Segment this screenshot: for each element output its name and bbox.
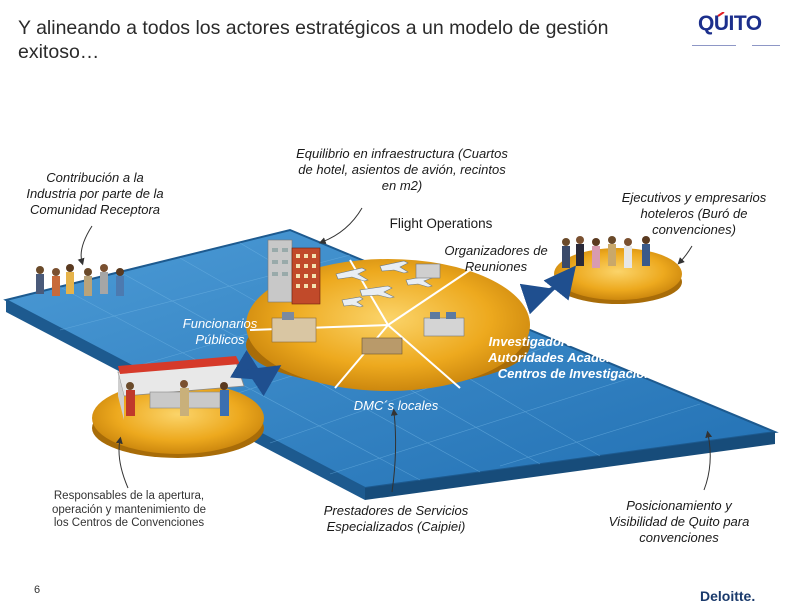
label-prestadores: Prestadores de Servicios Especializados … [323,503,469,534]
people-group-right [562,236,650,268]
people-group-convention [126,380,229,416]
connection-arrows [230,265,577,397]
label-equilibrio: Equilibrio en infraestructura (Cuartos d… [296,146,508,193]
page-number: 6 [34,584,41,596]
people-group-left [36,264,124,296]
right-disc [554,248,682,304]
page-title: Y alineando a todos los actores estratég… [18,17,609,63]
label-flight-operations: Flight Operations [389,216,493,231]
label-posicionamiento: Posicionamiento y Visibilidad de Quito p… [608,498,750,545]
quito-logo: QUITO [690,11,782,47]
hotel-building-illustration [267,239,321,305]
label-dmc: DMC´s locales [353,398,439,413]
label-organizadores: Organizadores de Reuniones [444,243,548,274]
office-illustration [271,263,465,355]
label-ejecutivos: Ejecutivos y empresarios hoteleros (Buró… [621,190,767,237]
quito-logo-word: QUITO [698,12,762,35]
label-funcionarios: Funcionarios Públicos [182,316,258,347]
label-responsables: Responsables de la apertura, operación y… [51,490,207,529]
label-contribucion: Contribución a la Industria por parte de… [26,170,164,217]
label-investigadores: Investigadores Científicos y Autoridades… [488,334,662,381]
deloitte-logo: Deloitte. [700,588,756,604]
pointer-lines [77,207,713,493]
airplanes-illustration [335,260,433,308]
